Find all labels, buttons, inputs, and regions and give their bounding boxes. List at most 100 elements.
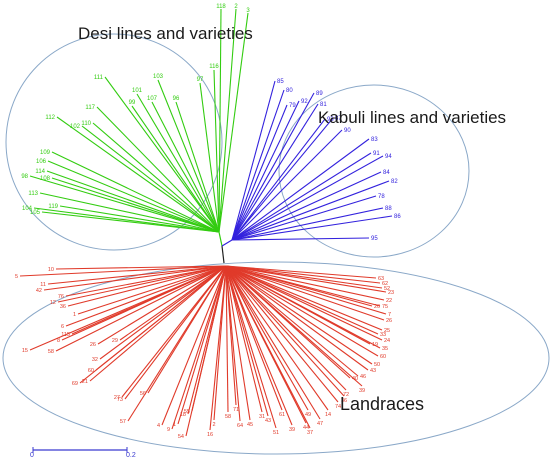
branch bbox=[225, 265, 283, 411]
leaf-label: 106 bbox=[36, 159, 47, 165]
branch bbox=[119, 265, 227, 341]
branch bbox=[231, 207, 384, 241]
branch bbox=[225, 265, 347, 391]
leaf-label: 36 bbox=[341, 398, 347, 404]
leaf-label: 37 bbox=[307, 430, 313, 436]
branch bbox=[225, 265, 387, 315]
leaf-label: 114 bbox=[35, 169, 45, 175]
leaf-label: 43 bbox=[265, 418, 271, 424]
leaf-label: 107 bbox=[147, 96, 158, 102]
leaf-label: 95 bbox=[371, 236, 378, 242]
kabuli-group-label: Kabuli lines and varieties bbox=[318, 108, 507, 127]
leaf-label: 97 bbox=[197, 77, 204, 83]
leaf-label: 4 bbox=[157, 423, 160, 429]
branch bbox=[41, 211, 220, 233]
leaf-label: 46 bbox=[360, 374, 366, 380]
branch bbox=[225, 265, 383, 341]
branch bbox=[225, 265, 371, 345]
leaf-label: 86 bbox=[394, 214, 401, 220]
branch bbox=[185, 265, 227, 437]
branch bbox=[51, 177, 220, 233]
branch bbox=[65, 265, 227, 327]
leaf-label: 47 bbox=[317, 421, 323, 427]
branch bbox=[231, 80, 276, 241]
leaf-label: 29 bbox=[112, 338, 118, 344]
leaf-label: 103 bbox=[153, 74, 164, 80]
leaf-label: 89 bbox=[316, 91, 323, 97]
leaf-label: 25 bbox=[384, 328, 390, 334]
leaf-label: 5 bbox=[15, 274, 18, 280]
branch bbox=[175, 101, 220, 233]
branch bbox=[57, 265, 227, 303]
branch bbox=[177, 265, 227, 425]
branch bbox=[231, 118, 326, 241]
branch bbox=[225, 265, 385, 301]
leaf-label: 32 bbox=[92, 357, 98, 363]
branch bbox=[47, 160, 220, 233]
branch bbox=[79, 265, 227, 384]
leaf-label: 62 bbox=[382, 281, 388, 287]
leaf-label: 11 bbox=[40, 282, 46, 288]
leaf-label: 110 bbox=[81, 121, 91, 127]
leaf-label: 94 bbox=[385, 154, 392, 160]
leaf-label: 74 bbox=[335, 404, 341, 410]
leaf-label: 14 bbox=[325, 412, 331, 418]
leaf-label: 98 bbox=[21, 174, 28, 180]
branch bbox=[231, 138, 370, 241]
branch bbox=[136, 93, 220, 233]
branch bbox=[225, 265, 229, 413]
branch bbox=[231, 92, 315, 241]
leaf-label: 26 bbox=[386, 318, 392, 324]
desi-group-label: Desi lines and varieties bbox=[78, 24, 253, 43]
leaf-label: 16 bbox=[207, 432, 213, 438]
leaf-label: 39 bbox=[359, 388, 365, 394]
branch bbox=[225, 265, 381, 284]
leaf-label: 80 bbox=[286, 88, 293, 94]
branch bbox=[29, 265, 227, 351]
branch bbox=[225, 265, 359, 377]
branch bbox=[225, 265, 293, 426]
leaf-label: 1 bbox=[73, 312, 76, 318]
branch bbox=[92, 122, 220, 233]
scale-end-label: 0.2 bbox=[126, 452, 136, 459]
branch bbox=[225, 265, 241, 422]
leaf-label: 60 bbox=[88, 368, 94, 374]
leaf-label: 22 bbox=[386, 298, 392, 304]
leaf-label: 7 bbox=[388, 312, 391, 318]
branch bbox=[231, 171, 382, 241]
branch bbox=[157, 79, 220, 233]
desi-ellipse bbox=[5, 33, 223, 251]
leaf-label: 119 bbox=[48, 204, 58, 210]
branch bbox=[225, 265, 383, 289]
branch bbox=[161, 265, 227, 426]
leaf-label: 90 bbox=[344, 128, 351, 134]
leaf-label: 73 bbox=[117, 397, 123, 403]
leaf-label: 12 bbox=[50, 300, 56, 306]
branch bbox=[231, 152, 372, 241]
leaf-label: 50 bbox=[374, 362, 380, 368]
landraces-group-label: Landraces bbox=[340, 394, 425, 414]
leaf-label: 117 bbox=[85, 105, 95, 111]
branch bbox=[218, 12, 249, 233]
leaf-label: 21 bbox=[82, 379, 88, 385]
leaf-label: 2 bbox=[212, 422, 215, 428]
leaf-label: 76 bbox=[58, 294, 64, 300]
landrace-branches: 1051142761236161158155826293260216927735… bbox=[15, 265, 394, 440]
leaf-label: 27 bbox=[114, 395, 120, 401]
leaf-label: 19 bbox=[372, 342, 378, 348]
leaf-label: 118 bbox=[216, 4, 226, 10]
leaf-label: 61 bbox=[279, 412, 285, 418]
landraces-ellipse bbox=[2, 261, 550, 455]
leaf-label: 111 bbox=[94, 75, 104, 81]
branch bbox=[225, 265, 263, 413]
leaf-label: 56 bbox=[140, 391, 146, 397]
branch bbox=[121, 265, 227, 398]
branch bbox=[46, 170, 220, 233]
branch bbox=[225, 265, 309, 411]
branch bbox=[51, 151, 220, 233]
leaf-label: 31 bbox=[259, 414, 265, 420]
leaf-label: 63 bbox=[378, 276, 384, 282]
leaf-label: 113 bbox=[28, 191, 38, 197]
